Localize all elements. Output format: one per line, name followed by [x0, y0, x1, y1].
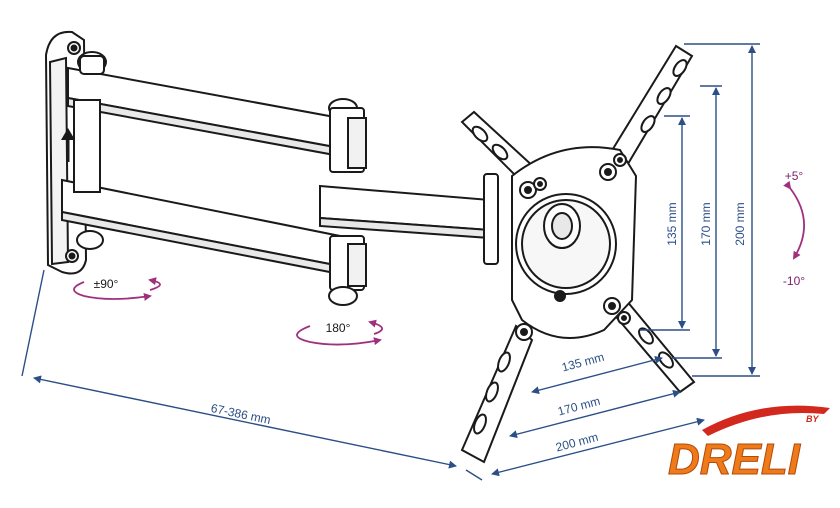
elbow-joint — [328, 98, 367, 306]
tilt-arrow — [783, 180, 805, 260]
arm-extension-label: 67-386 mm — [210, 401, 272, 427]
wall-swivel-arrow — [73, 277, 161, 301]
vesa-horizontal-200-label: 200 mm — [554, 430, 600, 455]
vesa-vertical-135-label: 135 mm — [665, 202, 679, 245]
tilt-down-label: -10° — [783, 274, 805, 288]
arm-swivel-arrow — [296, 319, 383, 346]
upper-arm — [61, 66, 341, 276]
logo-brand-text: DRELI — [668, 435, 801, 484]
pivot-joint-top-left — [77, 51, 107, 75]
dimension-lines — [21, 43, 760, 481]
vesa-vertical-200-label: 200 mm — [733, 202, 747, 245]
wall-swivel-label: ±90° — [94, 277, 119, 291]
vesa-bracket — [460, 44, 696, 464]
arm-swivel-label: 180° — [326, 321, 351, 335]
dreli-logo: DRELI BY — [668, 405, 830, 485]
up-arrow-icon — [61, 128, 75, 162]
pivot-joint-bottom-left — [76, 230, 104, 250]
logo-by-text: BY — [806, 414, 819, 424]
vesa-horizontal-170-label: 170 mm — [556, 394, 602, 419]
forearm — [319, 173, 499, 265]
tilt-up-label: +5° — [785, 169, 804, 183]
vesa-vertical-170-label: 170 mm — [699, 202, 713, 245]
vesa-horizontal-135-label: 135 mm — [560, 350, 606, 375]
